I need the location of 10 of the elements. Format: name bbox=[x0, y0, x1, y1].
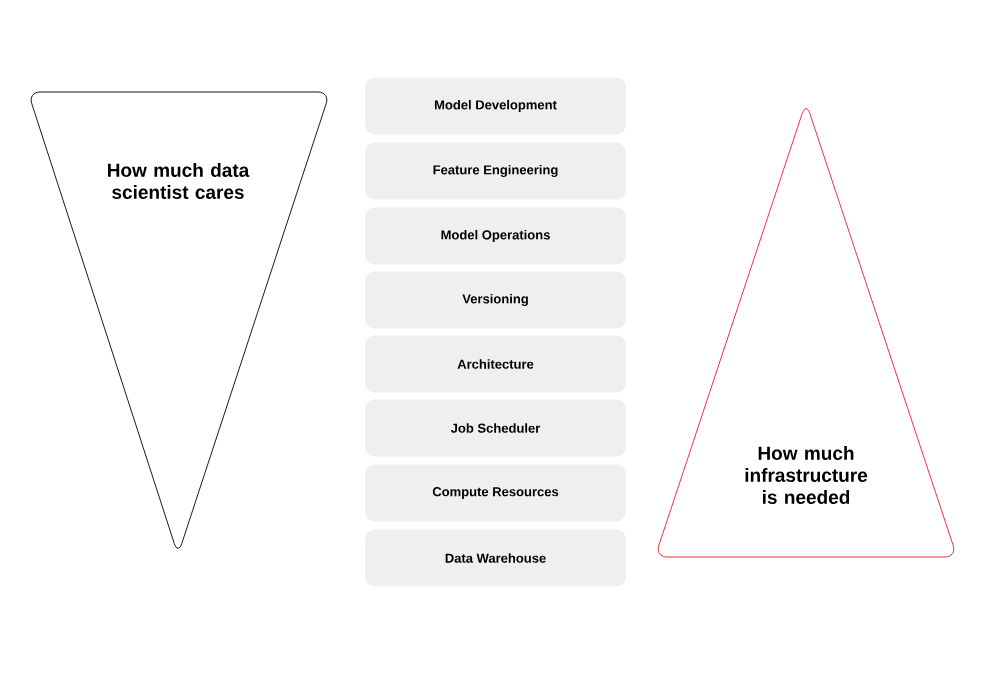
layer-box: Feature Engineering bbox=[365, 142, 626, 200]
triangle: How much infrastructure is needed bbox=[657, 108, 955, 558]
layer-box: Versioning bbox=[365, 271, 626, 329]
layer-box: Model Development bbox=[365, 77, 626, 135]
layer-box: Architecture bbox=[365, 335, 626, 393]
inverted-triangle: How much data scientist cares bbox=[30, 91, 328, 549]
layer-box: Compute Resources bbox=[365, 464, 626, 522]
layer-box: Job Scheduler bbox=[365, 399, 626, 457]
layer-box: Model Operations bbox=[365, 207, 626, 265]
layer-box: Data Warehouse bbox=[365, 529, 626, 587]
